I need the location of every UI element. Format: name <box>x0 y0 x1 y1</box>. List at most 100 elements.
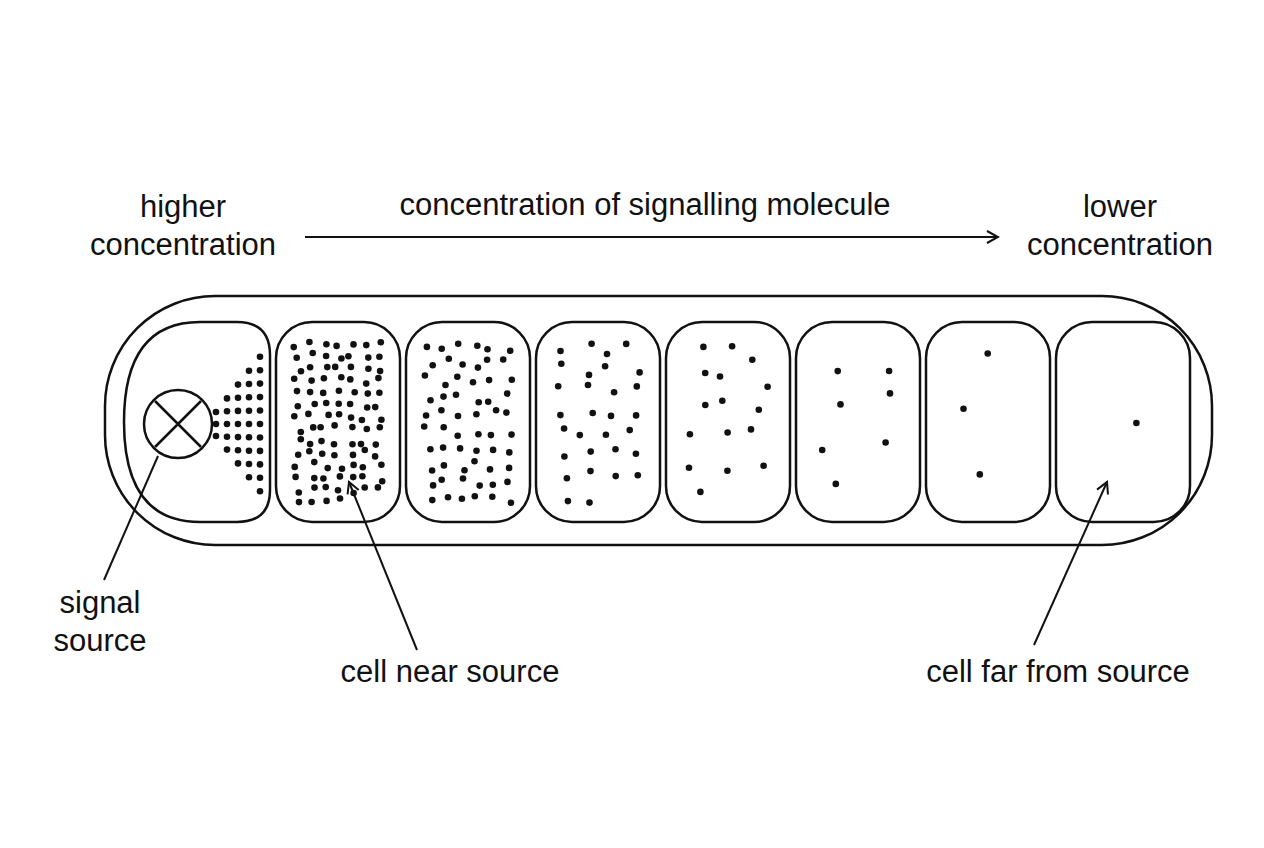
molecule-dot <box>331 441 338 448</box>
molecule-dot <box>363 342 370 349</box>
molecule-dot <box>235 434 242 441</box>
molecule-dot <box>294 388 301 395</box>
molecule-dot <box>307 441 314 448</box>
molecule-dot <box>365 366 372 373</box>
molecule-dot <box>235 381 242 388</box>
cell <box>1056 322 1190 522</box>
molecule-dot <box>323 341 330 348</box>
leader-arrow <box>349 482 417 650</box>
molecule-dot <box>235 394 242 401</box>
molecule-dot <box>719 398 726 405</box>
molecule-dot <box>331 422 338 429</box>
molecule-dot <box>372 404 379 411</box>
molecule-dot <box>887 390 894 397</box>
cell <box>276 322 400 522</box>
molecule-dot <box>224 446 231 453</box>
molecule-dot <box>430 482 437 489</box>
molecule-dot <box>333 343 340 350</box>
molecule-dot <box>338 374 345 381</box>
molecule-dot <box>634 383 641 390</box>
molecule-dot <box>291 464 298 471</box>
molecule-dot <box>317 424 324 431</box>
molecule-dot <box>298 368 305 375</box>
molecule-dot <box>290 344 297 351</box>
molecule-dot <box>213 409 220 416</box>
molecule-dot <box>351 389 358 396</box>
molecule-dot <box>375 484 382 491</box>
molecule-dot <box>293 354 300 361</box>
molecule-dot <box>359 473 366 480</box>
molecule-dot <box>347 376 354 383</box>
molecule-dot <box>760 462 767 469</box>
molecule-dot <box>306 339 313 346</box>
molecule-dot <box>339 466 346 473</box>
molecule-dot <box>350 474 357 481</box>
molecule-dot <box>257 434 264 441</box>
molecule-dot <box>246 434 253 441</box>
molecule-dot <box>460 475 467 482</box>
molecule-dot <box>557 348 564 355</box>
molecule-dot <box>363 380 370 387</box>
molecule-dot <box>324 364 331 371</box>
molecule-dot <box>224 434 231 441</box>
molecule-dot <box>372 453 379 460</box>
molecule-dot <box>325 412 332 419</box>
molecule-dot <box>749 357 756 364</box>
molecule-dot <box>504 390 511 397</box>
molecule-dot <box>555 383 562 390</box>
molecule-dot <box>320 390 327 397</box>
molecule-dot <box>748 426 755 433</box>
molecule-dot <box>323 400 330 407</box>
molecule-dot <box>305 411 312 418</box>
molecule-dot <box>764 384 771 391</box>
molecule-dot <box>427 397 434 404</box>
molecule-dot <box>310 424 317 431</box>
molecule-dot <box>246 367 253 374</box>
molecule-dot <box>257 407 264 414</box>
cell <box>536 322 660 522</box>
molecule-dot <box>350 341 357 348</box>
molecule-dot <box>379 478 386 485</box>
molecule-dot <box>700 344 707 351</box>
molecule-dot <box>611 389 618 396</box>
molecule-dot <box>604 351 611 358</box>
molecule-dot <box>322 484 329 491</box>
molecule-dot <box>376 354 383 361</box>
molecule-dot <box>608 413 615 420</box>
molecule-dot <box>686 464 693 471</box>
molecule-dot <box>257 367 264 374</box>
molecule-dot <box>476 482 483 489</box>
molecule-dot <box>475 364 482 371</box>
molecule-dot <box>886 368 893 375</box>
leader-arrow <box>1034 482 1107 645</box>
molecule-dot <box>424 344 431 351</box>
molecule-dot <box>702 370 709 377</box>
molecule-dot <box>438 477 445 484</box>
molecule-dot <box>235 447 242 454</box>
molecule-dot <box>335 487 342 494</box>
text-label: higher concentration <box>78 188 288 264</box>
molecule-dot <box>455 413 462 420</box>
molecule-dot <box>490 481 497 488</box>
molecule-dot <box>338 355 345 362</box>
molecule-dot <box>585 382 592 389</box>
molecule-dot <box>246 461 253 468</box>
molecule-dot <box>350 462 357 469</box>
molecule-dot <box>454 433 461 440</box>
cell <box>666 322 790 522</box>
molecule-dot <box>246 394 253 401</box>
molecule-dot <box>291 376 298 383</box>
molecule-dot <box>308 499 315 506</box>
tissue-outline <box>105 296 1212 545</box>
molecule-dot <box>246 474 253 481</box>
molecule-dot <box>257 421 264 428</box>
molecule-dot <box>298 429 305 436</box>
molecule-dot <box>350 452 357 459</box>
molecule-dot <box>474 343 481 350</box>
molecule-dot <box>257 461 264 468</box>
molecule-dot <box>365 354 372 361</box>
molecule-dot <box>493 407 500 414</box>
molecule-dot <box>633 450 640 457</box>
molecule-dot <box>440 424 447 431</box>
molecule-dot <box>586 372 593 379</box>
